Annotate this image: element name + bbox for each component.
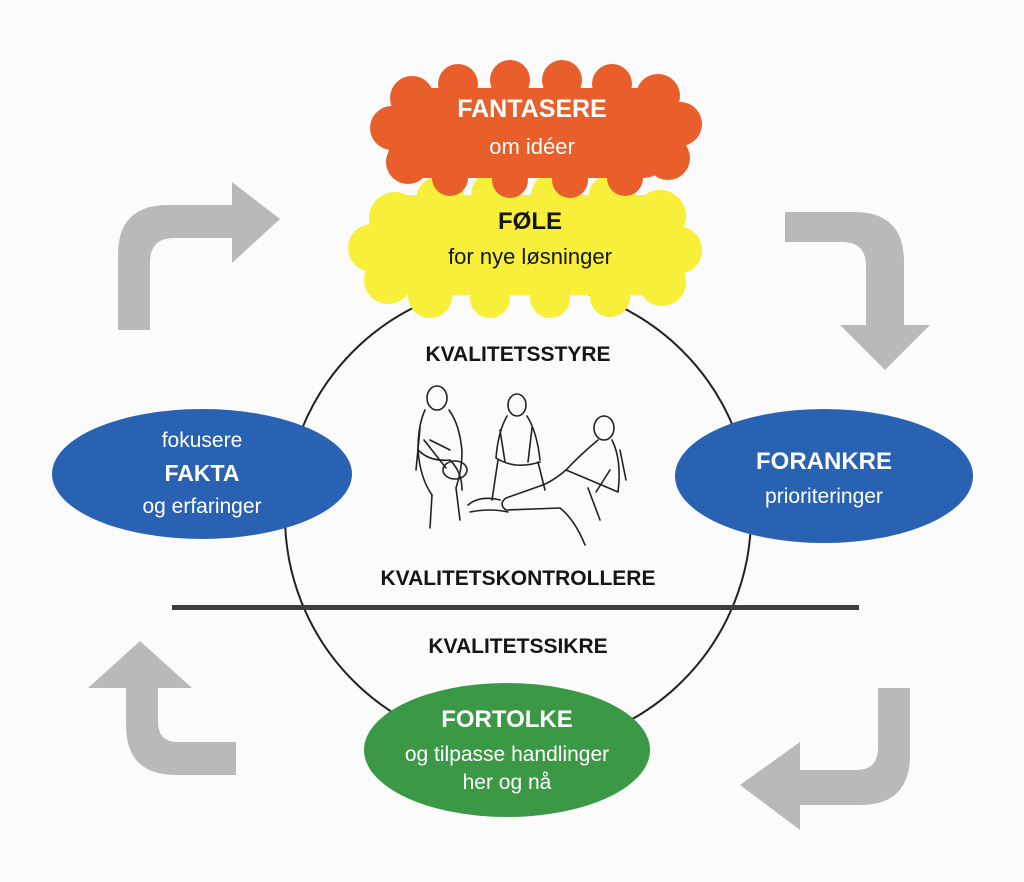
fortolke-title: FORTOLKE bbox=[441, 706, 573, 733]
circle-middle-label: KVALITETSKONTROLLERE bbox=[380, 567, 656, 590]
fantasere-cloud bbox=[370, 60, 702, 198]
fantasere-title: FANTASERE bbox=[457, 95, 607, 123]
fortolke-ellipse bbox=[364, 683, 650, 817]
fole-title: FØLE bbox=[498, 208, 562, 235]
fakta-ellipse bbox=[52, 409, 352, 539]
people-sketch-icon bbox=[415, 385, 627, 546]
fantasere-subtitle: om idéer bbox=[489, 134, 575, 159]
fortolke-subtitle-1: og tilpasse handlinger bbox=[404, 743, 610, 766]
fakta-subtitle: og erfaringer bbox=[142, 495, 262, 518]
forankre-subtitle: prioriteringer bbox=[765, 485, 883, 508]
curved-arrow-right-icon bbox=[118, 182, 280, 330]
fole-cloud bbox=[348, 171, 702, 318]
fakta-pre: fokusere bbox=[161, 429, 243, 452]
fakta-title: FAKTA bbox=[164, 460, 240, 486]
curved-arrow-down-icon bbox=[785, 212, 930, 370]
divider-line bbox=[172, 605, 859, 610]
forankre-title: FORANKRE bbox=[756, 448, 892, 475]
curved-arrow-up-icon bbox=[88, 641, 236, 775]
circle-bottom-label: KVALITETSSIKRE bbox=[428, 635, 608, 658]
curved-arrow-left-icon bbox=[740, 688, 910, 830]
forankre-ellipse bbox=[675, 409, 973, 543]
circle-top-label: KVALITETSSTYRE bbox=[425, 343, 611, 366]
fortolke-subtitle-2: her og nå bbox=[462, 771, 552, 794]
fole-subtitle: for nye løsninger bbox=[448, 244, 612, 269]
